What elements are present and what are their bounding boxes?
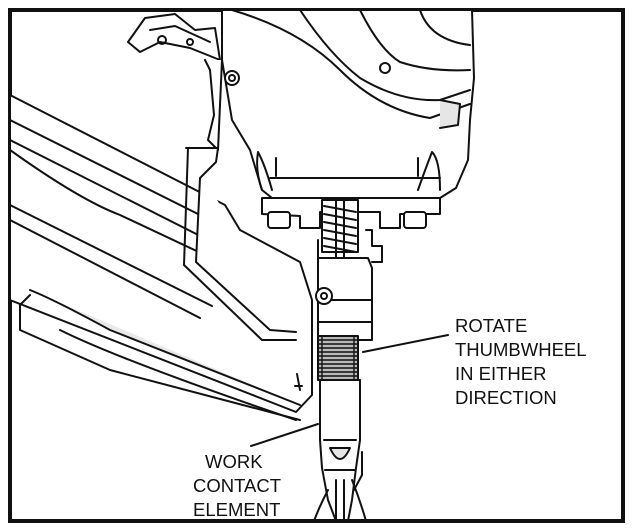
rotate-label-line-3: IN EITHER	[455, 363, 546, 384]
rotate-leader-line	[362, 334, 449, 353]
work-label-line-2: CONTACT	[193, 475, 281, 496]
spring	[321, 199, 359, 253]
work-label-line-1: WORK	[205, 451, 263, 472]
work-leader-line	[250, 423, 319, 447]
rotate-label-line-4: DIRECTION	[455, 387, 557, 408]
thumbwheel	[317, 335, 359, 381]
rotate-label-line-2: THUMBWHEEL	[455, 339, 587, 360]
adjustment-block	[315, 229, 383, 341]
work-contact-element-label: WORK CONTACT ELEMENT	[193, 451, 281, 520]
nailer-body-illustration	[10, 10, 475, 521]
rotate-label-line-1: ROTATE	[455, 315, 527, 336]
rotate-thumbwheel-label: ROTATE THUMBWHEEL IN EITHER DIRECTION	[455, 315, 587, 408]
work-label-line-3: ELEMENT	[193, 499, 280, 520]
work-contact-element	[313, 379, 367, 521]
